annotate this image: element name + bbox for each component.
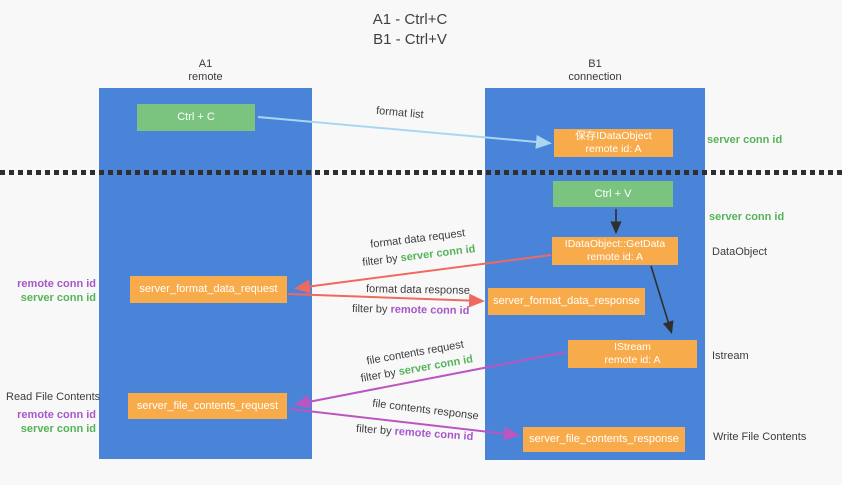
node-server-file-contents-response-label: server_file_contents_response (529, 433, 679, 445)
label-format-list: format list (375, 104, 425, 122)
lane-a-header: A1 remote (99, 58, 312, 84)
title-line-2: B1 - Ctrl+V (373, 31, 447, 48)
title-line-1: A1 - Ctrl+C (372, 11, 448, 28)
dotted-separator (0, 170, 842, 175)
label-server-conn-id-left-1: server conn id (20, 292, 96, 304)
node-istream: IStream remote id: A (568, 340, 697, 368)
filter-key: remote conn id (390, 303, 470, 318)
label-write-file-contents: Write File Contents (713, 431, 807, 443)
lane-b-role: connection (568, 71, 622, 83)
node-istream-line1: IStream (614, 341, 651, 353)
node-server-format-data-response: server_format_data_response (488, 288, 645, 315)
node-server-file-contents-request-label: server_file_contents_request (136, 399, 279, 412)
node-ctrl-c-label: Ctrl + C (177, 111, 215, 123)
node-idataobject-getdata-line2: remote id: A (586, 251, 644, 263)
label-istream: Istream (712, 350, 749, 362)
node-server-format-data-response-label: server_format_data_response (493, 295, 640, 307)
node-server-file-contents-response: server_file_contents_response (523, 427, 685, 452)
node-ctrl-v-label: Ctrl + V (594, 187, 632, 200)
node-ctrl-c: Ctrl + C (137, 104, 255, 131)
filter-prefix: filter by (361, 252, 399, 269)
label-remote-conn-id-left-2: remote conn id (17, 409, 96, 421)
node-istream-line2: remote id: A (604, 354, 661, 366)
label-dataobject: DataObject (712, 246, 768, 258)
filter-prefix: filter by (359, 366, 397, 385)
node-server-format-data-request-label: server_format_data_request (139, 283, 278, 295)
node-ctrl-v: Ctrl + V (553, 181, 673, 207)
label-filter-format-data-response: filter by remote conn id (352, 303, 470, 317)
lane-a-role: remote (188, 71, 223, 83)
node-server-file-contents-request: server_file_contents_request (128, 393, 287, 419)
node-save-idataobject: 保存IDataObject remote id: A (554, 129, 673, 157)
label-format-data-response: format data response (365, 283, 471, 297)
node-save-idataobject-line2: remote id: A (585, 143, 642, 155)
label-filter-file-contents-response: filter by remote conn id (356, 423, 474, 443)
diagram-title: A1 - Ctrl+C B1 - Ctrl+V (320, 10, 500, 50)
lane-a-name: A1 (198, 58, 213, 70)
label-remote-conn-id-left-1: remote conn id (17, 278, 96, 290)
node-idataobject-getdata: IDataObject::GetData remote id: A (552, 237, 678, 265)
label-server-conn-id-right-1: server conn id (707, 134, 783, 146)
node-server-format-data-request: server_format_data_request (130, 276, 287, 303)
label-server-conn-id-right-2: server conn id (709, 211, 785, 223)
filter-key: remote conn id (394, 425, 474, 444)
lane-b-header: B1 connection (485, 58, 705, 84)
label-file-contents-response: file contents response (371, 397, 480, 423)
label-server-conn-id-left-2: server conn id (20, 423, 96, 435)
filter-prefix: filter by (351, 302, 388, 316)
label-read-file-contents: Read File Contents (6, 391, 101, 403)
filter-prefix: filter by (355, 422, 392, 438)
filter-key: server conn id (399, 243, 477, 265)
node-idataobject-getdata-line1: IDataObject::GetData (564, 238, 666, 250)
lane-b-name: B1 (588, 58, 602, 70)
node-save-idataobject-line1: 保存IDataObject (575, 130, 652, 142)
